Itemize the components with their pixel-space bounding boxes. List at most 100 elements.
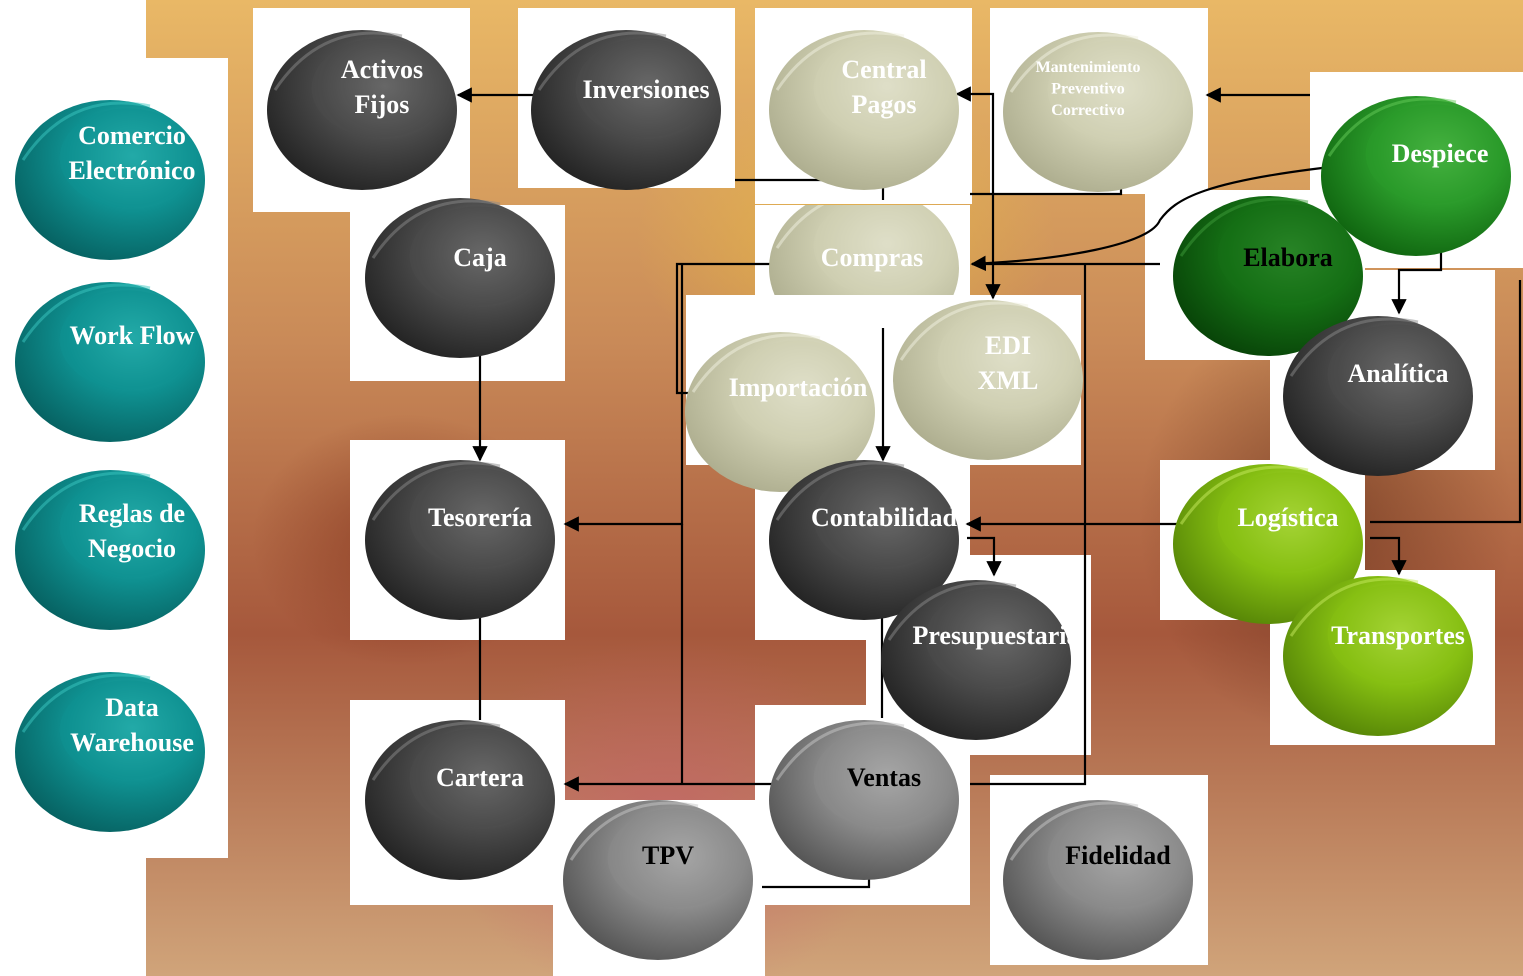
node-elabora (1173, 196, 1363, 356)
node-label-line: Despiece (1392, 139, 1489, 168)
node-cap (729, 340, 867, 440)
node-label-line: Inversiones (582, 75, 709, 104)
node-label-importacion: Importación (729, 373, 868, 402)
node-cap (409, 206, 547, 306)
node-label-line: Analítica (1347, 359, 1448, 388)
node-label-analitica: Analítica (1347, 359, 1448, 388)
connector-contabilidad-presupuestaria (967, 536, 1002, 577)
node-label-line: Electrónico (68, 156, 195, 185)
node-label-line: Comercio (78, 121, 186, 150)
node-label-line: Logística (1237, 503, 1338, 532)
node-caja (365, 198, 555, 358)
node-label-line: Central (841, 55, 926, 84)
node-label-elabora: Elabora (1243, 243, 1333, 272)
node-reglas (15, 470, 205, 630)
node-label-line: Reglas de (79, 499, 185, 528)
node-label-line: Cartera (436, 763, 524, 792)
node-edge (1179, 197, 1309, 257)
node-edge (1289, 577, 1419, 637)
node-label-tpv: TPV (642, 841, 694, 870)
connector-central-edi (955, 86, 1001, 300)
node-label-despiece: Despiece (1392, 139, 1489, 168)
node-edge (371, 721, 501, 781)
node-ventas (769, 720, 959, 880)
node-cap (813, 38, 951, 138)
node-label-line: Activos (341, 55, 423, 84)
node-label-line: Fijos (355, 90, 410, 119)
node-edge (537, 31, 667, 91)
node-cap (409, 468, 547, 568)
node-edge (775, 461, 905, 521)
node-edge (775, 721, 905, 781)
node-label-line: Mantenimiento (1036, 59, 1141, 76)
node-label-line: Work Flow (70, 321, 195, 350)
node-label-line: Warehouse (70, 728, 194, 757)
node-label-line: Presupuestaria (912, 621, 1079, 650)
node-label-inversiones: Inversiones (582, 75, 709, 104)
node-label-presupuestaria: Presupuestaria (912, 621, 1079, 650)
node-edi (893, 300, 1083, 460)
node-label-workflow: Work Flow (70, 321, 195, 350)
node-label-transportes: Transportes (1331, 621, 1465, 650)
node-contabilidad (769, 460, 959, 620)
node-cap (59, 108, 197, 208)
node-edge (21, 101, 151, 161)
node-label-ventas: Ventas (847, 763, 921, 792)
node-activos (267, 30, 457, 190)
node-edge (899, 301, 1029, 361)
node-label-line: Elabora (1243, 243, 1333, 272)
node-edge (569, 801, 699, 861)
node-edge (691, 333, 821, 393)
node-label-line: EDI (985, 331, 1031, 360)
node-tesoreria (365, 460, 555, 620)
node-label-line: Pagos (852, 90, 917, 119)
connector-logistica-transportes (1370, 536, 1407, 576)
node-compras (769, 205, 959, 295)
node-label-line: Compras (821, 243, 924, 272)
node-edge (371, 461, 501, 521)
node-label-line: Correctivo (1051, 102, 1124, 119)
node-cap (409, 728, 547, 828)
node-workflow (15, 282, 205, 442)
node-fidelidad (1003, 800, 1193, 960)
node-cap (59, 478, 197, 578)
node-cap (1217, 472, 1355, 572)
node-label-line: Preventivo (1051, 81, 1124, 98)
node-edge (1009, 33, 1139, 93)
node-transportes (1283, 576, 1473, 736)
node-label-logistica: Logística (1237, 503, 1338, 532)
node-cap (1365, 104, 1503, 204)
node-label-cartera: Cartera (436, 763, 524, 792)
connectors (456, 86, 1522, 889)
node-label-fidelidad: Fidelidad (1065, 841, 1171, 870)
node-cap (925, 588, 1063, 688)
node-edge (1289, 317, 1419, 377)
node-cap (1047, 40, 1185, 140)
node-cap (813, 205, 951, 295)
node-cap (1047, 808, 1185, 908)
node-label-line: TPV (642, 841, 694, 870)
node-datawarehouse (15, 672, 205, 832)
node-importacion (685, 332, 875, 492)
node-label-compras: Compras (821, 243, 924, 272)
node-label-line: Contabilidad (811, 503, 957, 532)
node-analitica (1283, 316, 1473, 476)
node-label-line: Transportes (1331, 621, 1465, 650)
node-edge (1179, 465, 1309, 525)
node-cap (311, 38, 449, 138)
node-label-line: Fidelidad (1065, 841, 1171, 870)
node-label-caja: Caja (453, 243, 506, 272)
node-cap (1217, 204, 1355, 304)
node-cap (575, 38, 713, 138)
node-edge (887, 581, 1017, 641)
node-despiece (1321, 96, 1511, 256)
node-label-line: Tesorería (428, 503, 532, 532)
node-label-line: Caja (453, 243, 506, 272)
connector-bus-tesoreria (563, 264, 684, 532)
